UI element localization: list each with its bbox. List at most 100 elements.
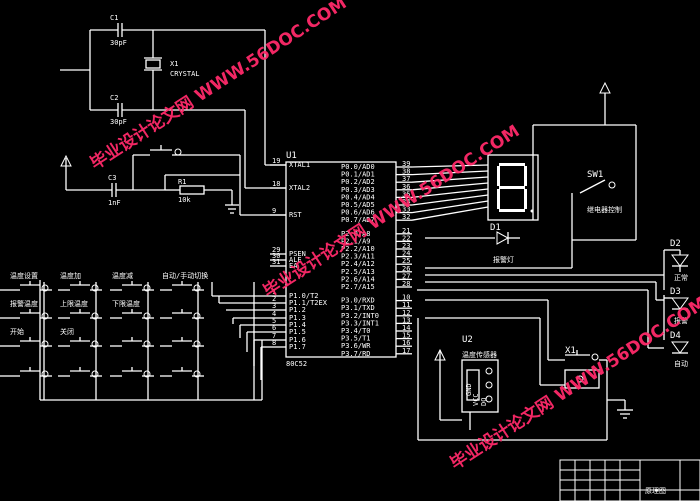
u1-pin-name: P2.0/A8 [341, 230, 371, 238]
u1-pin-num: 27 [402, 272, 410, 280]
u1-pin-name: P2.7/A15 [341, 283, 375, 291]
u1-pin-name: P1.3 [289, 314, 306, 322]
u1-pin-name: P1.4 [289, 321, 306, 329]
u1-pin-name: P0.1/AD1 [341, 171, 375, 179]
u2-ref: U2 [462, 335, 473, 345]
keypad-key-label: 开始 [10, 327, 24, 336]
u1-pin-num: 13 [402, 316, 410, 324]
u1-pin-name: P0.0/AD0 [341, 163, 375, 171]
u1-pin-name: P2.2/A10 [341, 245, 375, 253]
u1-pin-num: 2 [272, 295, 276, 303]
u1-pin-num: 35 [402, 190, 410, 198]
u1-pin-num: 17 [402, 347, 410, 355]
u1-pin-num: 30 [272, 252, 280, 260]
c1-ref: C1 [110, 14, 118, 22]
u1-pin-name: ALE [289, 256, 302, 264]
u1-pin-num: 32 [402, 213, 410, 221]
u1-pin-num: 34 [402, 198, 410, 206]
u1-pin-name: P3.6/WR [341, 342, 371, 350]
keypad-matrix: 温度设置温度加温度减自动/手动切换报警温度上限温度下限温度开始关闭 [8, 271, 208, 378]
u1-pin-name: EA [289, 262, 298, 270]
d1-led: D1 报警灯 [425, 223, 520, 264]
seven-segment-display [487, 154, 539, 221]
u1-pin-num: 7 [272, 332, 276, 340]
u1-pin-num: 10 [402, 294, 410, 302]
u1-pin-num: 26 [402, 265, 410, 273]
u1-pin-name: XTAL1 [289, 161, 310, 169]
r1-ref: R1 [178, 178, 186, 186]
u1-pin-num: 39 [402, 160, 410, 168]
u1-pin-name: P2.1/A9 [341, 237, 371, 245]
d2-note: 正常 [674, 273, 688, 282]
keypad-key-label: 自动/手动切换 [162, 271, 208, 280]
u1-ref: U1 [286, 151, 297, 161]
u1-pin-name: P3.1/TXD [341, 304, 375, 312]
u1-pin-num: 15 [402, 332, 410, 340]
c3-ref: C3 [108, 174, 116, 182]
u1-pin-name: P2.3/A11 [341, 253, 375, 261]
u1-pin-num: 5 [272, 317, 276, 325]
u1-pin-name: P3.4/T0 [341, 327, 371, 335]
sw1-note: 继电器控制 [587, 205, 622, 214]
u2-temperature-sensor: U2 温度传感器 GND VCC DQ [417, 317, 607, 441]
u1-pin-name: P3.7/RD [341, 350, 371, 358]
c2-value: 30pF [110, 118, 127, 126]
u1-pin-name: P1.2 [289, 306, 306, 314]
sw1-relay: SW1 继电器控制 [425, 81, 637, 269]
u1-pin-num: 1 [272, 288, 276, 296]
u1-pin-name: P0.2/AD2 [341, 178, 375, 186]
u1-pin-num: 28 [402, 280, 410, 288]
u1-pin-num: 8 [272, 339, 276, 347]
d4-ref: D4 [670, 331, 681, 341]
u1-pin-num: 31 [272, 258, 280, 266]
u1-pin-name: P1.6 [289, 336, 306, 344]
u1-pin-num: 18 [272, 180, 280, 188]
u1-pin-num: 22 [402, 234, 410, 242]
u1-pin-num: 6 [272, 324, 276, 332]
u2-pin-vcc: VCC [472, 393, 480, 406]
x1-ref: X1 [170, 60, 178, 68]
status-leds: D2 正常 D3 报警 D4 自动 [417, 239, 689, 368]
u1-pin-name: P2.5/A13 [341, 268, 375, 276]
title-block: 原理图 [559, 459, 700, 501]
k1-ref: X1 [565, 346, 576, 356]
keypad-key-label: 上限温度 [60, 299, 88, 308]
u1-pin-name: P1.1/T2EX [289, 299, 328, 307]
u1-pin-name: P3.3/INT1 [341, 319, 379, 327]
u2-pin-dq: DQ [480, 398, 488, 406]
u1-part: 80C52 [286, 360, 307, 368]
u1-pin-name: P2.6/A14 [341, 275, 375, 283]
u1-pin-num: 29 [272, 246, 280, 254]
title-block-name: 原理图 [645, 487, 666, 495]
x1-value: CRYSTAL [170, 70, 200, 78]
u1-pin-num: 33 [402, 206, 410, 214]
keypad-key-label: 温度加 [60, 271, 81, 280]
u1-right-pins: 39P0.0/AD038P0.1/AD137P0.2/AD236P0.3/AD3… [341, 160, 412, 358]
k1-switch: X1 [425, 299, 633, 440]
u1-pin-name: P1.5 [289, 328, 306, 336]
bus-to-display [411, 164, 489, 221]
keypad-key-label: 报警温度 [10, 299, 38, 308]
u1-pin-name: RST [289, 211, 302, 219]
u1-pin-name: P0.6/AD6 [341, 209, 375, 217]
keypad-key-label: 温度设置 [10, 271, 38, 280]
u1-pin-name: XTAL2 [289, 184, 310, 192]
u1-pin-name: P0.3/AD3 [341, 186, 375, 194]
u1-pin-num: 24 [402, 250, 410, 258]
c1-value: 30pF [110, 39, 127, 47]
u1-pin-num: 14 [402, 324, 410, 332]
oscillator-circuit: C1 30pF C2 30pF X1 CRYSTAL C3 [60, 14, 286, 216]
u1-pin-num: 21 [402, 227, 410, 235]
u2-pin-gnd: GND [465, 383, 473, 396]
u1-pin-num: 19 [272, 157, 280, 165]
u1-pin-name: P1.0/T2 [289, 292, 319, 300]
u1-pin-num: 25 [402, 257, 410, 265]
keypad-key-label: 关闭 [60, 327, 74, 336]
u1-pin-name: P1.7 [289, 343, 306, 351]
u1-pin-name: P0.5/AD5 [341, 201, 375, 209]
watermark-1: 毕业设计论文网 WWW.56DOC.COM [86, 0, 350, 174]
u2-part: 温度传感器 [462, 350, 497, 359]
d2-ref: D2 [670, 239, 681, 249]
